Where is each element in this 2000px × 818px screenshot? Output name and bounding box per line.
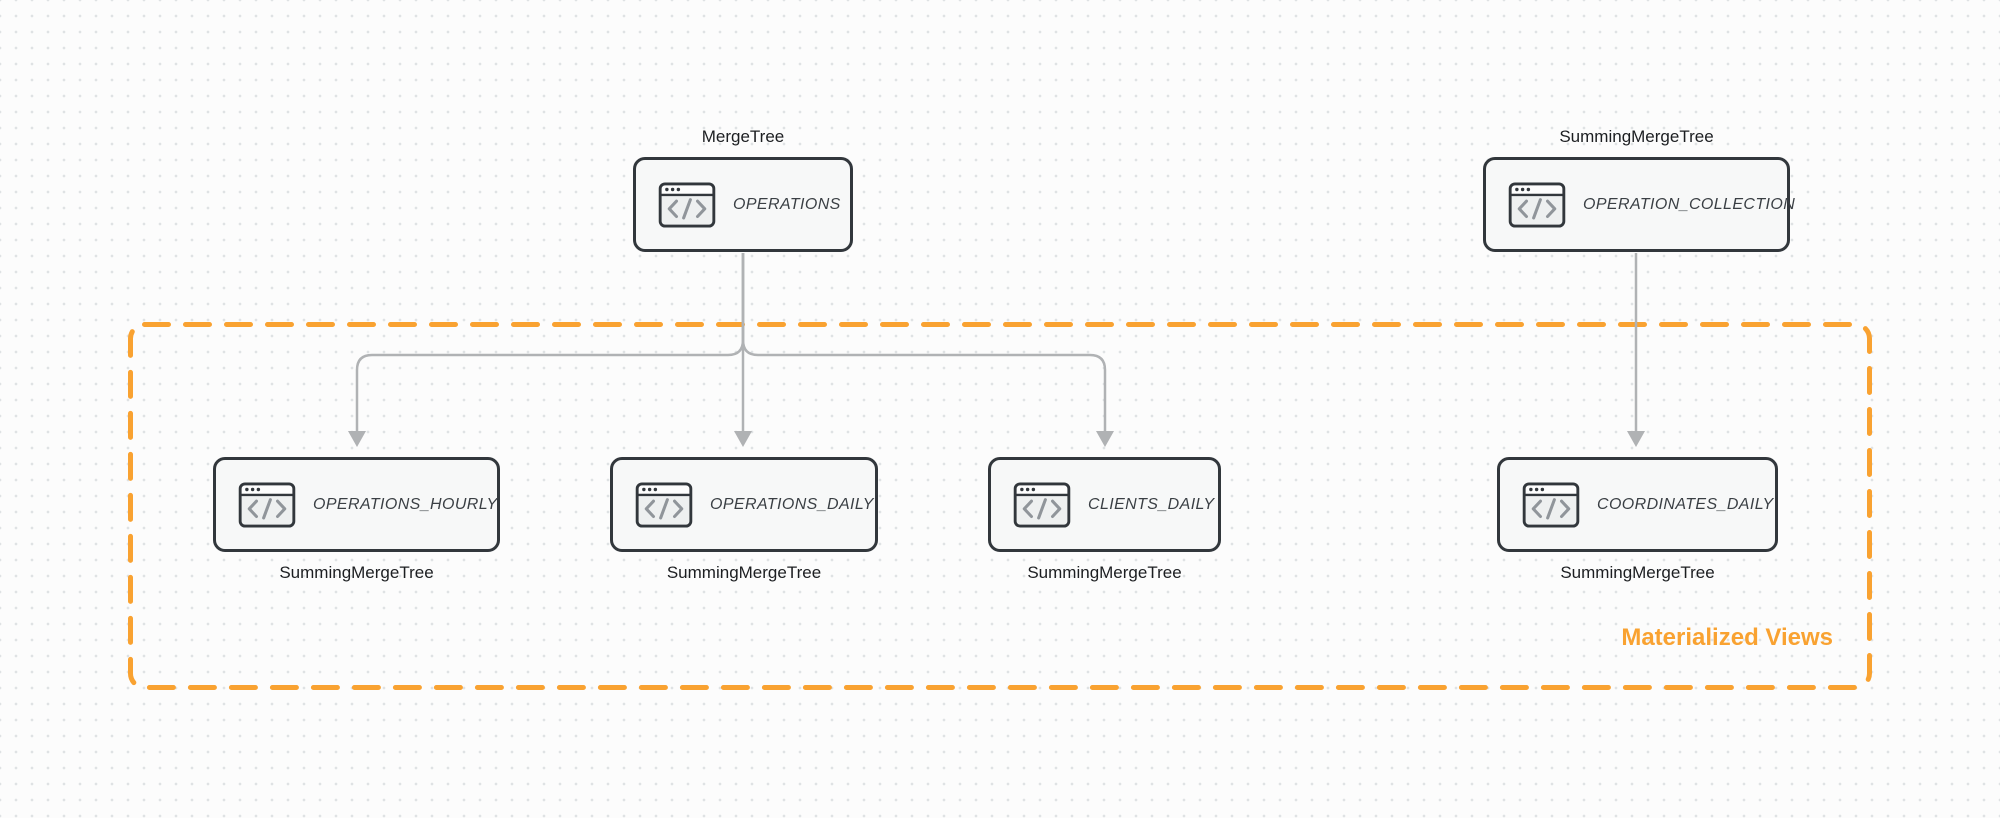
node-label-coordinates-daily: COORDINATES_DAILY [1597,495,1774,513]
engine-label-operation-collection: SummingMergeTree [1559,127,1714,146]
code-window-icon [1013,481,1071,528]
node-operations-daily[interactable]: SummingMergeTree OPERATIONS_DAILY [610,457,878,582]
engine-label-clients-daily: SummingMergeTree [1027,563,1182,582]
node-label-operations-hourly: OPERATIONS_HOURLY [313,495,498,513]
node-operations[interactable]: MergeTree OPERATIONS [633,127,853,252]
engine-label-operations: MergeTree [701,127,785,146]
node-label-operations-daily: OPERATIONS_DAILY [710,495,874,513]
code-window-icon [1508,181,1566,228]
code-window-icon [238,481,296,528]
node-label-operation-collection: OPERATION_COLLECTION [1583,195,1796,213]
code-window-icon [658,181,716,228]
engine-label-coordinates-daily: SummingMergeTree [1560,563,1715,582]
engine-label-operations-daily: SummingMergeTree [666,563,822,582]
node-clients-daily[interactable]: SummingMergeTree CLIENTS_DAILY [988,457,1221,582]
code-window-icon [635,481,693,528]
materialized-views-group-border [128,322,1872,690]
edge-operations-to-operations-hourly [355,253,745,431]
node-coordinates-daily[interactable]: SummingMergeTree COORDINATES_DAILY [1497,457,1778,582]
arrowhead-operations-daily [734,431,752,447]
arrowhead-coordinates-daily [1627,431,1645,447]
edge-operations-to-clients-daily [741,253,1107,431]
node-operations-hourly[interactable]: SummingMergeTree OPERATIONS_HOURLY [213,457,500,582]
node-label-clients-daily: CLIENTS_DAILY [1088,495,1215,513]
node-operation-collection[interactable]: SummingMergeTree OPERATION_COLLECTION [1483,127,1795,252]
materialized-views-label: Materialized Views [1621,624,1833,651]
code-window-icon [1522,481,1580,528]
node-label-operations: OPERATIONS [733,195,841,213]
arrowhead-clients-daily [1096,431,1114,447]
arrowhead-operations-hourly [348,431,366,447]
engine-label-operations-hourly: SummingMergeTree [279,563,434,582]
